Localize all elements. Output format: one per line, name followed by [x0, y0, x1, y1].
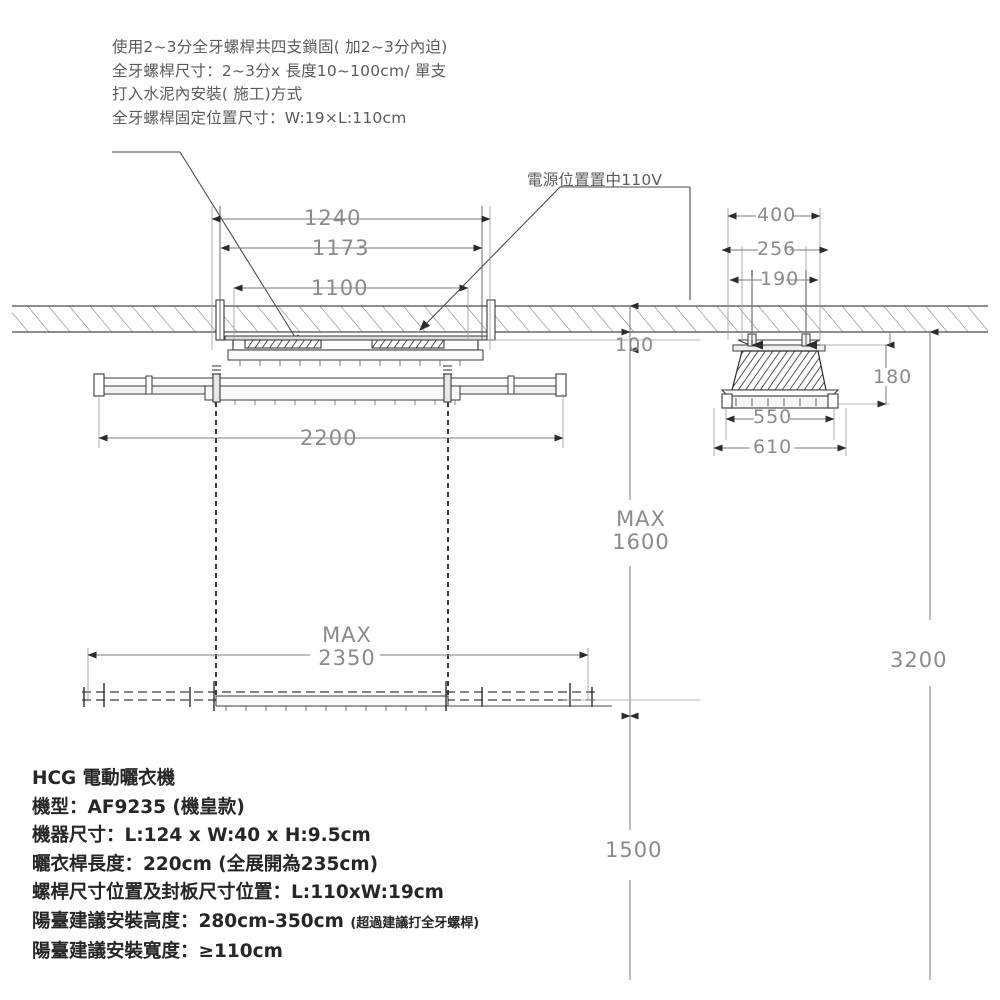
dimension-1240	[211, 206, 491, 350]
dim-label-max-2350-prefix: MAX	[322, 623, 372, 647]
power-supply-label: 電源位置置中110V	[527, 171, 663, 189]
annotation-line-3: 打入水泥內安裝( 施工)方式	[112, 85, 303, 103]
dim-label-max-1600-group: MAX 1600	[606, 508, 676, 554]
product-spec-block: HCG 電動曬衣機 機型：AF9235 (機皇款) 機器尺寸：L:124 x W…	[32, 765, 652, 967]
main-view-unit-body	[215, 206, 496, 366]
side-dimension-256	[721, 246, 829, 345]
dimension-1100	[233, 284, 469, 340]
dim-label-256: 256	[757, 238, 797, 260]
annotation-line-2: 全牙螺桿尺寸：2~3分x 長度10~100cm/ 單支	[112, 61, 447, 80]
spec-line-model: 機型：AF9235 (機皇款)	[32, 796, 245, 818]
dim-label-2200: 2200	[300, 426, 358, 450]
dim-label-1100: 1100	[311, 276, 369, 300]
main-view-rail-assembly	[93, 365, 567, 405]
dim-label-3200: 3200	[890, 648, 948, 672]
dim-label-400: 400	[757, 204, 797, 226]
side-view-unit	[720, 270, 840, 409]
dim-label-max-1600-prefix: MAX	[616, 507, 666, 531]
ceiling-slab	[12, 305, 988, 333]
side-dimension-180	[820, 341, 895, 408]
dim-label-1173: 1173	[312, 236, 370, 260]
spec-line-install-height: 陽臺建議安裝高度：280cm-350cm (超過建議打全牙螺桿)	[32, 908, 652, 939]
dimension-max-1600	[563, 346, 700, 720]
spec-line-rod-position: 螺桿尺寸位置及封板尺寸位置：L:110xW:19cm	[32, 882, 444, 903]
dimension-2200	[98, 394, 564, 448]
spec-line-bar-length: 曬衣桿長度：220cm (全展開為235cm)	[32, 853, 379, 875]
dim-label-550: 550	[753, 406, 793, 428]
dim-label-max-1600-value: 1600	[612, 530, 670, 554]
spec-line-machine-size: 機器尺寸：L:124 x W:40 x H:9.5cm	[32, 825, 371, 846]
dim-label-max-2350-value: 2350	[318, 646, 376, 670]
dim-label-190: 190	[760, 268, 800, 290]
annotation-line-4: 全牙螺桿固定位置尺寸：W:19×L:110cm	[112, 108, 407, 127]
drop-cords	[215, 402, 449, 700]
dimension-max-2350	[87, 648, 589, 700]
dim-label-610: 610	[753, 436, 793, 458]
spec-line-product: HCG 電動曬衣機	[32, 768, 176, 789]
dim-label-180: 180	[873, 366, 913, 388]
dim-label-1500: 1500	[605, 838, 663, 862]
dim-label-100: 100	[615, 334, 655, 356]
annotation-line-1: 使用2~3分全牙螺桿共四支鎖固( 加2~3分內迫)	[112, 38, 448, 56]
lower-drying-bars	[82, 681, 612, 711]
side-dimension-550	[725, 408, 835, 440]
spec-install-height-main: 陽臺建議安裝高度：280cm-350cm	[32, 910, 351, 932]
spec-install-height-note: (超過建議打全牙螺桿)	[350, 915, 480, 931]
side-dimension-400	[727, 208, 821, 340]
threaded-rod-annotation: 使用2~3分全牙螺桿共四支鎖固( 加2~3分內迫) 全牙螺桿尺寸：2~3分x 長…	[112, 36, 532, 130]
dim-label-1240: 1240	[304, 206, 362, 230]
side-dimension-190	[729, 276, 819, 340]
dim-label-max-2350-group: MAX 2350	[310, 624, 384, 670]
side-dimension-610	[713, 408, 847, 456]
spec-line-install-width: 陽臺建議安裝寬度：≥110cm	[32, 941, 283, 962]
